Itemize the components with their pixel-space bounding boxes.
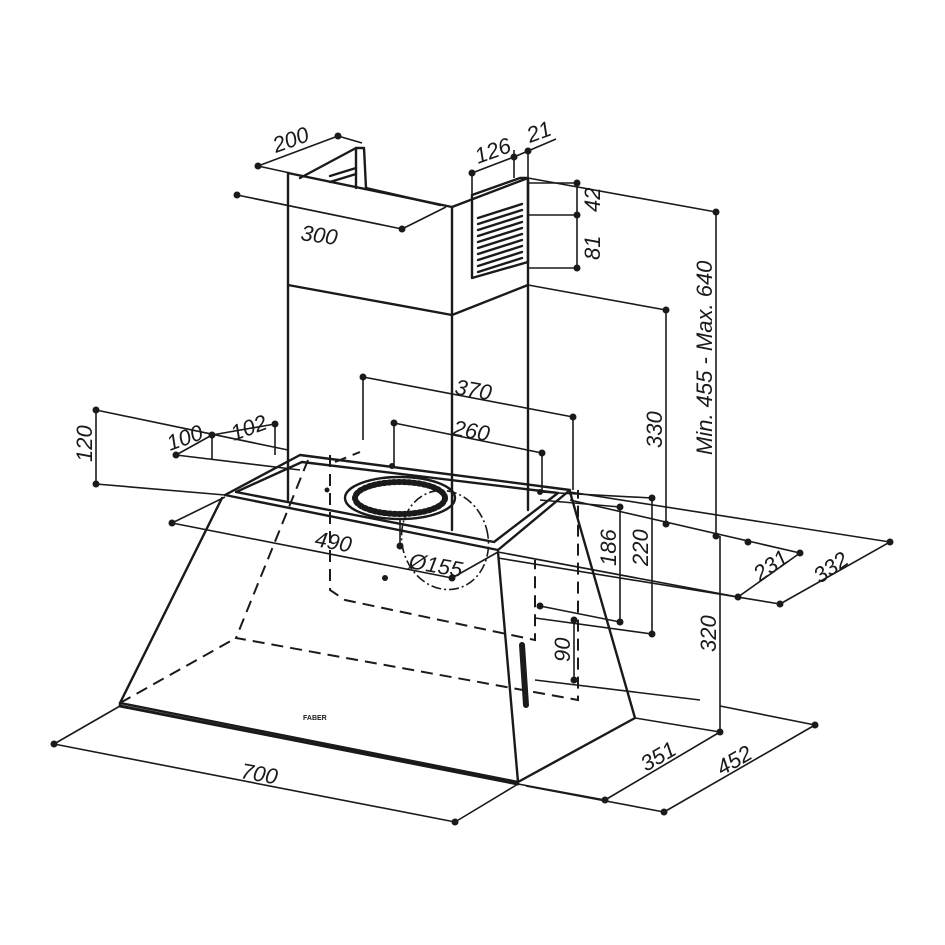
label-90: 90	[550, 637, 575, 662]
label-min-max: Min. 455 - Max. 640	[692, 260, 717, 455]
dimension-lines	[50, 132, 894, 826]
dimension-labels: 200 300 126 21 42 81 Min. 455 - Max. 640…	[72, 116, 853, 790]
label-102: 102	[227, 410, 270, 446]
label-231: 231	[748, 545, 793, 587]
label-320: 320	[696, 615, 721, 652]
label-126: 126	[471, 132, 515, 168]
chimney-vent-grille	[328, 166, 530, 280]
label-300: 300	[299, 220, 340, 250]
label-351: 351	[636, 736, 680, 776]
label-155: Ø155	[406, 548, 465, 582]
label-332: 332	[809, 547, 853, 589]
label-120: 120	[72, 425, 97, 462]
label-700: 700	[239, 758, 280, 789]
label-452: 452	[712, 740, 756, 780]
chimney	[286, 146, 530, 532]
label-220: 220	[628, 529, 653, 567]
label-81: 81	[580, 236, 605, 260]
label-490: 490	[313, 526, 354, 557]
label-200: 200	[268, 121, 313, 158]
label-330: 330	[642, 411, 667, 448]
hidden-lines	[119, 451, 579, 704]
label-260: 260	[450, 415, 492, 446]
label-21: 21	[522, 116, 554, 148]
label-370: 370	[453, 374, 494, 405]
label-42: 42	[580, 188, 605, 212]
brand-logo: FABER	[303, 715, 327, 722]
label-186: 186	[596, 529, 621, 566]
